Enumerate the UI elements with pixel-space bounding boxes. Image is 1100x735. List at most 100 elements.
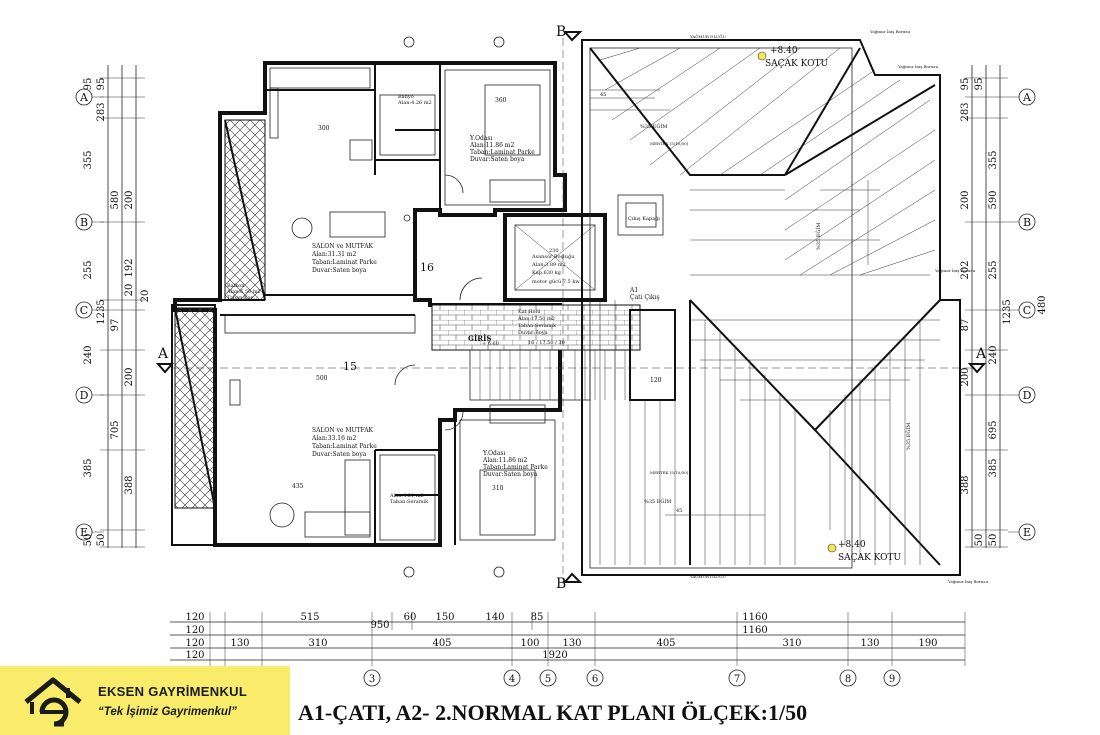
rafter-spacing: 45 (676, 508, 682, 514)
dim-label: 130 (230, 638, 249, 649)
dim-label: 200 (124, 190, 135, 209)
right-dimension-chains: 95 355 590 1235 695 50 480 95 283 200 20… (960, 65, 1048, 548)
dim-label: 200 (124, 367, 135, 386)
room-area: Alan:3.89 m2 (531, 262, 566, 268)
dim-label: 50 (83, 534, 94, 547)
dim-label: 97 (110, 319, 121, 332)
dim-label: 85 (531, 612, 544, 623)
company-logo-banner: EKSEN GAYRİMENKUL “Tek İşimiz Gayrimenku… (0, 666, 290, 735)
room-wall: Duvar:Boya (518, 330, 548, 336)
room-area: Alan:6.50 m2 (226, 289, 261, 295)
dim-label: 695 (988, 420, 999, 439)
dim-label: 200 (960, 190, 971, 209)
gutter-top: YAĞMUR OLUĞU (689, 34, 726, 39)
room-floor: Taban:Seramik (390, 499, 429, 505)
dim-label: 480 (1037, 295, 1048, 314)
bathroom-top (379, 94, 436, 156)
dim-label: 355 (83, 150, 94, 169)
dim-label: 515 (300, 612, 319, 623)
room-name: Kat Holü (518, 309, 541, 315)
room-floor: Taban:Laminat Parke (312, 443, 377, 450)
room-area: Alan:17.50 m2 (517, 316, 555, 322)
room-wall: Duvar:Saten boya (312, 267, 367, 274)
dim-label: 20 (140, 290, 151, 303)
room-name: Y.Odası (482, 450, 506, 457)
dim-label: 388 (960, 475, 971, 494)
dim-label: 190 (918, 638, 937, 649)
room-area: Alan:11.86 m2 (482, 457, 527, 464)
section-b-bottom: B (556, 576, 566, 592)
downpipe: Yağmur İniş Borusu (869, 29, 910, 34)
dim-label: 240 (988, 345, 999, 364)
sofa-top (329, 211, 386, 238)
dim-label: 950 (370, 620, 389, 631)
dim-label: 1235 (1002, 299, 1013, 324)
dim-label: 310 (308, 638, 327, 649)
roof-exit-a1: A1 (629, 287, 638, 294)
dim-label: 283 (960, 102, 971, 121)
kitchen-counter-top (269, 67, 371, 89)
dim-label: 120 (185, 638, 204, 649)
dim-label: 405 (656, 638, 675, 649)
stair-width: 120 (650, 377, 662, 384)
axis-label-4: 4 (509, 674, 515, 685)
rafter-label: MERTEK (5/10/50) (650, 141, 689, 146)
dim-label: 150 (435, 612, 454, 623)
dim-label: 130 (860, 638, 879, 649)
dim-label: 1235 (96, 299, 107, 324)
room-width: 310 (492, 485, 504, 492)
roof-hatch-label: Çıkış Kapağı (628, 215, 660, 222)
dim-label: 405 (432, 638, 451, 649)
axis-label-d: D (1023, 389, 1032, 402)
section-marks: B B A A (155, 24, 987, 592)
dim-label: 385 (988, 458, 999, 477)
downpipe: Yağmur İniş Borusu (934, 268, 975, 273)
room-area: Alan:11.86 m2 (469, 142, 514, 149)
left-dimension-chains: 95 283 580 1235 705 50 95 355 200 255 97… (83, 65, 151, 548)
dim-label: 355 (988, 150, 999, 169)
dim-label: 20 (124, 284, 135, 297)
eave-level-bottom: +8.40 (838, 540, 866, 550)
axis-label-e: E (80, 526, 88, 539)
dim-label: 50 (974, 534, 985, 547)
bottom-dimension-chains: 120 515 950 60 150 140 85 1160 120 1160 … (170, 612, 966, 666)
axis-label-e: E (1023, 526, 1031, 539)
slope-top: %35 EĞİM (640, 122, 667, 130)
axis-label-a: A (79, 91, 89, 104)
room-name: Y.Odası (469, 135, 493, 142)
dim-label: 255 (988, 260, 999, 279)
slope-side-1: %35 EĞİM (814, 223, 822, 250)
section-a-right: A (975, 346, 987, 362)
room-wall: Duvar:Saten boya (312, 451, 367, 458)
room-wall: Duvar:Saten boya (470, 156, 525, 163)
dim-label: 140 (485, 612, 504, 623)
room-number: 16 (420, 261, 434, 274)
room-width: 500 (316, 375, 328, 382)
axis-label-b: B (80, 216, 88, 229)
dim-label: 192 (124, 258, 135, 277)
apartment-plan (171, 36, 676, 578)
downpipe: Yağmur İniş Borusu (897, 64, 938, 69)
eave-label-bottom: SAÇAK KOTU (838, 553, 901, 563)
room-cap: Kap.630 kg (532, 270, 562, 276)
room-wall: Duvar:Saten boya (483, 471, 538, 478)
right-axis-markers: A B C D E (1008, 88, 1036, 541)
dim-label: 95 (83, 78, 94, 91)
room-width: 435 (292, 483, 304, 490)
room-width: 230 (549, 248, 559, 254)
room-name: Balkon (227, 283, 245, 289)
room-width: 360 (495, 97, 507, 104)
room-name: SALON ve MUTFAK (312, 243, 374, 250)
dim-label: 283 (96, 102, 107, 121)
dim-label: 310 (782, 638, 801, 649)
dim-label: 95 (960, 78, 971, 91)
dim-label: 240 (83, 345, 94, 364)
dim-label: 1160 (742, 625, 767, 636)
left-axis-markers: A B C D E (75, 88, 104, 541)
drawing-title: A1-ÇATI, A2- 2.NORMAL KAT PLANI ÖLÇEK:1/… (298, 700, 808, 725)
room-floor: Taban:Laminat Parke (470, 149, 535, 156)
dim-label: 50 (988, 534, 999, 547)
sofa-bottom (344, 459, 371, 536)
section-a-left: A (157, 346, 169, 362)
room-name: SALON ve MUTFAK (312, 427, 374, 434)
